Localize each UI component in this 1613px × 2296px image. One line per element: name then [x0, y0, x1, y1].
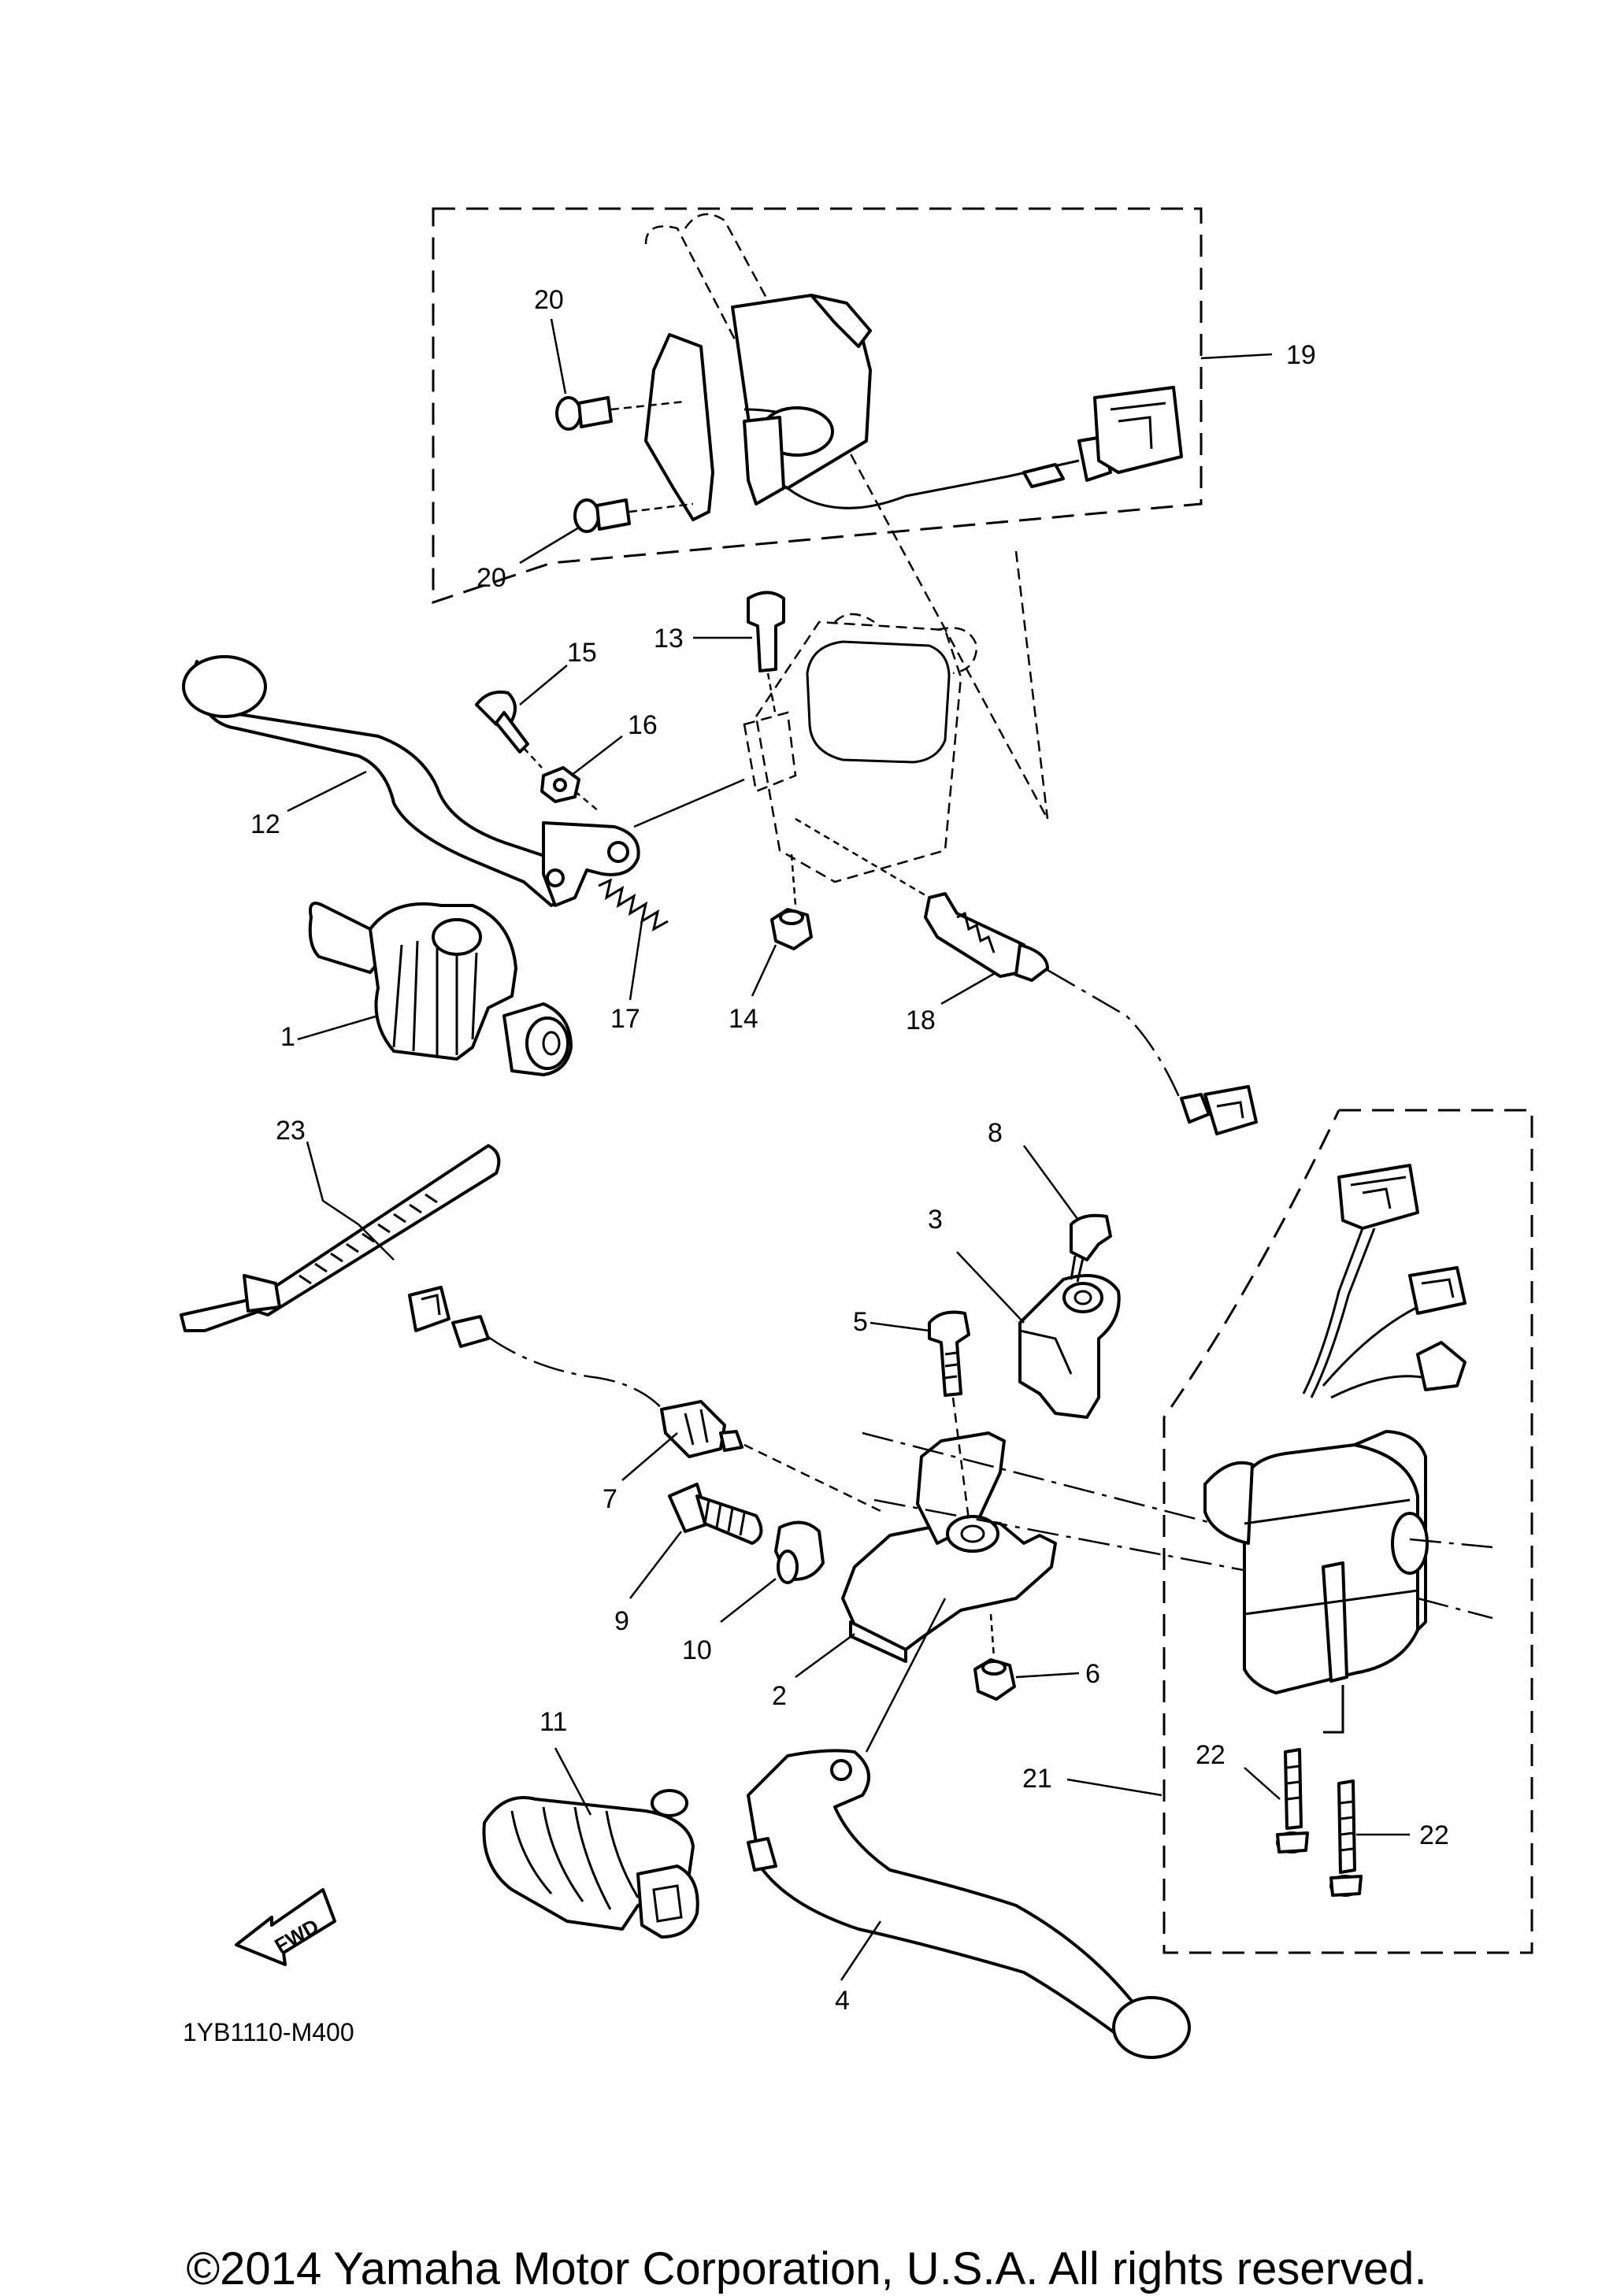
clutch-lever-holder-2 [841, 1431, 1269, 1663]
nut-16 [540, 766, 599, 812]
screw-upper-20 [555, 396, 686, 431]
callout-23: 23 [276, 1116, 306, 1146]
callout-15: 15 [567, 638, 597, 668]
clutch-switch-7 [408, 1286, 883, 1513]
callout-12: 12 [250, 809, 280, 839]
callout-11: 11 [540, 1707, 567, 1737]
callout-7: 7 [603, 1484, 617, 1514]
fwd-arrow-icon: FWD [235, 1888, 336, 1966]
handlebar-clamp-3 [1018, 1274, 1121, 1419]
switch-assembly-group-21 [1162, 1109, 1533, 1954]
nut-14 [770, 854, 813, 950]
callout-5: 5 [853, 1307, 868, 1337]
callout-1: 1 [280, 1022, 295, 1052]
callout-9: 9 [614, 1606, 629, 1636]
callout-21: 21 [1022, 1764, 1052, 1794]
callout-3: 3 [928, 1205, 943, 1235]
callout-4: 4 [835, 1986, 850, 2016]
bolt-5 [928, 1310, 970, 1520]
screw-22-left [1276, 1748, 1309, 1853]
callout-8: 8 [988, 1118, 1003, 1148]
callout-20-lower: 20 [476, 563, 506, 593]
callout-14: 14 [729, 1004, 758, 1034]
nut-6 [973, 1613, 1016, 1701]
callout-18: 18 [906, 1005, 936, 1035]
callout-20-upper: 20 [534, 285, 564, 315]
leader-lines [287, 318, 1410, 1981]
callout-10: 10 [682, 1635, 712, 1665]
brake-switch-18 [795, 817, 1258, 1135]
callout-labels: 20 20 19 13 15 16 12 1 17 14 18 8 3 5 23… [250, 285, 1449, 2016]
adjuster-9 [668, 1483, 763, 1545]
diagram-code: 1YB1110-M400 [183, 2018, 354, 2046]
spring-17 [598, 878, 669, 931]
copyright-notice: ©2014 Yamaha Motor Corporation, U.S.A. A… [186, 2243, 1427, 2294]
callout-16: 16 [628, 710, 658, 740]
callout-17: 17 [610, 1004, 640, 1034]
callout-6: 6 [1085, 1659, 1100, 1689]
callout-2: 2 [772, 1681, 787, 1711]
screw-lower-20 [573, 498, 694, 533]
screw-15 [475, 691, 543, 768]
callout-19: 19 [1286, 340, 1316, 370]
cable-tie-23 [180, 1144, 501, 1332]
pivot-bolt-13 [747, 591, 785, 717]
brake-lever-12 [182, 655, 745, 907]
callout-13: 13 [654, 624, 684, 654]
clutch-lever-4 [747, 1598, 1191, 2059]
switch-assembly-group-19 [432, 207, 1203, 820]
lever-cover-boot-11 [482, 1789, 699, 1939]
lever-cover-boot-1 [308, 902, 573, 1076]
brake-master-cylinder [743, 613, 978, 883]
callout-22-left: 22 [1196, 1740, 1226, 1770]
callout-22-right: 22 [1419, 1820, 1449, 1850]
screw-22-right [1329, 1779, 1363, 1897]
locknut-10 [774, 1520, 825, 1584]
bolt-8 [1070, 1213, 1112, 1283]
